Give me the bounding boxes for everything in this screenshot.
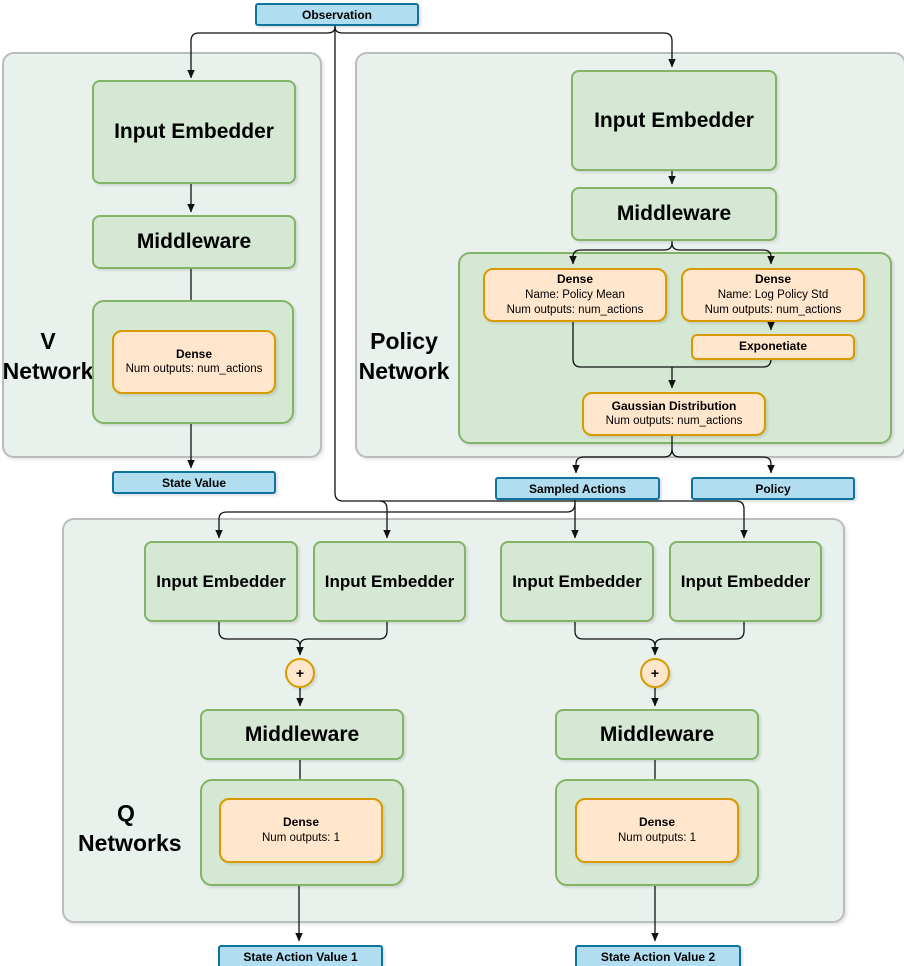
exponetiate-label: Exponetiate: [738, 339, 807, 354]
state-action-value-2-node: State Action Value 2: [575, 945, 741, 966]
q-middleware-node-1: Middleware: [200, 709, 404, 760]
v-dense-node: Dense Num outputs: num_actions: [112, 330, 276, 394]
sum-operator-node-1: +: [285, 658, 315, 688]
gaussian-title: Gaussian Distribution: [611, 398, 737, 413]
state-action-value-1-node: State Action Value 1: [218, 945, 383, 966]
q-input-embedder-node-1: Input Embedder: [144, 541, 298, 622]
dense-log-policy-std-node: Dense Name: Log Policy Std Num outputs: …: [681, 268, 865, 322]
q-middleware-node-2: Middleware: [555, 709, 759, 760]
q-networks-title: Q Networks: [78, 800, 182, 856]
q-input-embedder-node-3: Input Embedder: [500, 541, 654, 622]
dense-title: Dense: [754, 272, 792, 287]
dense-detail: Num outputs: 1: [618, 831, 696, 844]
policy-network-title: Policy Network: [358, 328, 450, 384]
policy-middleware-node: Middleware: [571, 187, 777, 241]
dense-detail: Num outputs: num_actions: [125, 363, 263, 376]
dense-name: Name: Policy Mean: [525, 288, 625, 301]
dense-name: Name: Log Policy Std: [717, 288, 829, 301]
dense-outputs: Num outputs: num_actions: [506, 303, 644, 316]
q-input-embedder-node-4: Input Embedder: [669, 541, 822, 622]
sum-operator-node-2: +: [640, 658, 670, 688]
v-middleware-node: Middleware: [92, 215, 296, 269]
gaussian-distribution-node: Gaussian Distribution Num outputs: num_a…: [582, 392, 766, 436]
q-input-embedder-node-2: Input Embedder: [313, 541, 466, 622]
dense-title: Dense: [638, 815, 676, 830]
dense-policy-mean-node: Dense Name: Policy Mean Num outputs: num…: [483, 268, 667, 322]
policy-output-node: Policy: [691, 477, 855, 500]
v-network-title: V Network: [2, 328, 94, 384]
dense-title: Dense: [282, 815, 320, 830]
observation-node: Observation: [255, 3, 419, 26]
dense-title: Dense: [175, 346, 213, 361]
q-dense-node-2: Dense Num outputs: 1: [575, 798, 739, 863]
dense-outputs: Num outputs: num_actions: [704, 303, 842, 316]
dense-detail: Num outputs: 1: [262, 831, 340, 844]
gaussian-outputs: Num outputs: num_actions: [605, 415, 743, 428]
exponetiate-node: Exponetiate: [691, 334, 855, 360]
dense-title: Dense: [556, 272, 594, 287]
sampled-actions-node: Sampled Actions: [495, 477, 660, 500]
q-dense-node-1: Dense Num outputs: 1: [219, 798, 383, 863]
v-input-embedder-node: Input Embedder: [92, 80, 296, 184]
policy-input-embedder-node: Input Embedder: [571, 70, 777, 171]
state-value-node: State Value: [112, 471, 276, 494]
